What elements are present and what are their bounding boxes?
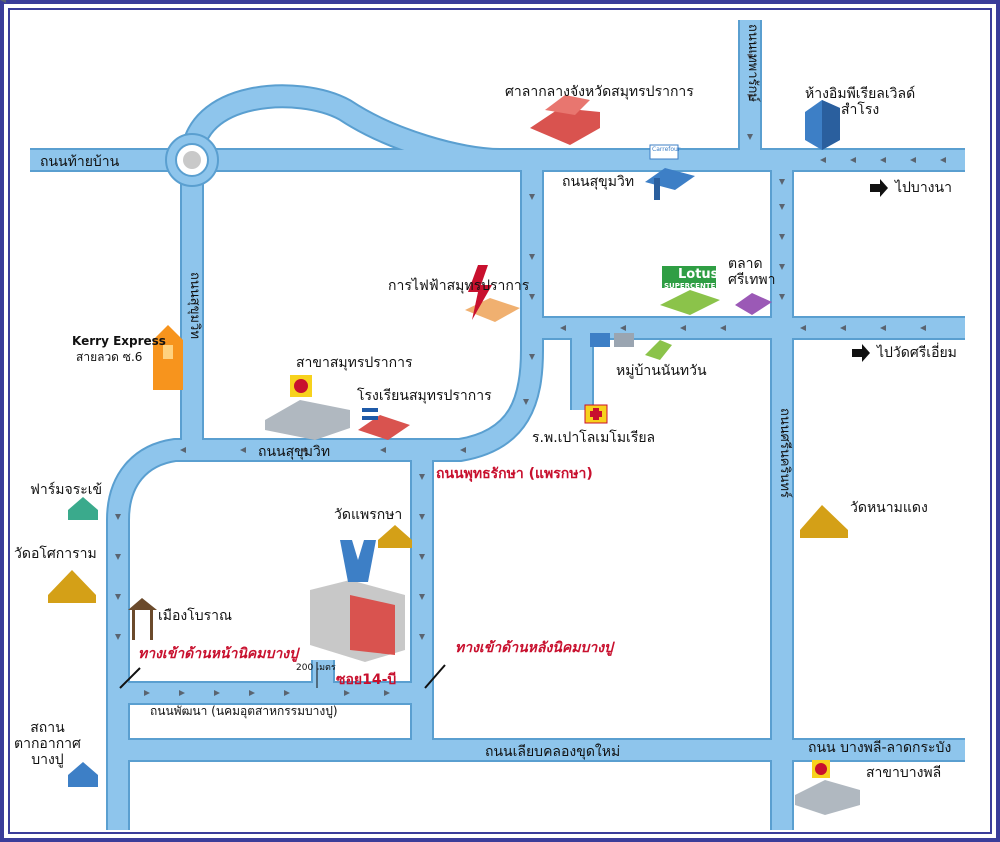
bangna-arrow-icon [870, 179, 888, 197]
label-village: หมู่บ้านนันทวัน [616, 363, 707, 379]
village-icon [590, 333, 672, 360]
label-electric: การไฟฟ้าสมุทรปราการ [388, 278, 530, 294]
label-to-bangna: ไปบางนา [895, 180, 952, 196]
road-label-vertical-top-right: ถนนเทพารักษ์ [745, 24, 760, 102]
carrefour-icon [645, 144, 695, 200]
label-front-gate: ทางเข้าด้านหน้านิคมบางปู [138, 646, 298, 662]
label-city-hall: ศาลากลางจังหวัดสมุทรปราการ [505, 84, 694, 100]
market-icon [735, 293, 772, 315]
map-inner-frame [8, 8, 992, 834]
crocodile-farm-icon [68, 497, 98, 520]
label-to-wat: ไปวัดศรีเอี่ยม [877, 345, 957, 361]
label-school: โรงเรียนสมุทรปราการ [357, 388, 492, 404]
label-kerry-sub: สายลวด ซ.6 [76, 350, 143, 364]
label-distance: 200 เมตร [296, 663, 336, 673]
label-wat-asokaram: วัดอโศการาม [14, 546, 97, 562]
city-hall-icon [530, 95, 600, 145]
road-label-sukhumvit-mid: ถนนสุขุมวิท [258, 444, 331, 460]
wat-arrow-icon [852, 344, 870, 362]
traffic-arrows [0, 0, 946, 696]
back-gate-arrow-icon [424, 664, 446, 689]
road-label-sukhumvit-top: ถนนสุขุมวิท [562, 174, 635, 190]
road-label-phatthana: ถนนพัฒนา (นคมอุตสาหกรรมบางปู) [150, 704, 338, 718]
label-hospital: ร.พ.เปาโลเมโมเรียล [532, 430, 656, 446]
label-farm: ฟาร์มจระเข้ [30, 482, 103, 498]
label-lotus-sub: SUPERCENTER [664, 282, 721, 290]
wat-phraeksa-icon [378, 525, 412, 548]
lotus-icon [660, 266, 720, 315]
muang-boran-icon [128, 598, 157, 640]
road-label-vertical-right: ถนนศรีนครินทร์ [777, 408, 792, 498]
label-imperial: ห้างอิมพีเรียลเวิลด์ สำโรง [805, 86, 916, 119]
label-branch-bangphli: สาขาบางพลี [866, 765, 942, 781]
company-building-icon [310, 540, 405, 662]
label-branch-samut: สาขาสมุทรปราการ [296, 355, 413, 371]
front-gate-arrow-icon [119, 667, 141, 689]
road-label-tha-ban: ถนนท้ายบ้าน [40, 154, 120, 170]
label-market: ตลาด ศรีเทพา [728, 256, 776, 289]
wat-namdaeng-icon [800, 505, 848, 538]
branch-bangphli-icon [795, 760, 860, 815]
label-carrefour: Carrefour [652, 146, 681, 153]
label-wat-namdaeng: วัดหนามแดง [850, 500, 928, 516]
label-kerry: Kerry Express [72, 334, 166, 348]
kerry-express-icon [153, 325, 183, 390]
label-lotus: Lotus [678, 267, 719, 282]
imperial-world-icon [805, 100, 840, 150]
label-muang-boran: เมืองโบราณ [158, 608, 233, 624]
road-label-vertical-left: ถนนสุขุมวิท [187, 272, 202, 339]
school-icon [358, 408, 410, 440]
road-label-liap-khlong: ถนนเลียบคลองขุดใหม่ [485, 744, 621, 760]
branch-samutprakan-icon [265, 375, 350, 440]
weather-station-icon [68, 762, 98, 787]
label-weather-station: สถาน ตากอากาศ บางปู [14, 720, 81, 769]
road-label-phutharaksa: ถนนพุทธรักษา (แพรกษา) [436, 466, 593, 482]
hospital-icon [584, 404, 608, 424]
label-back-gate: ทางเข้าด้านหลังนิคมบางปู [455, 640, 613, 656]
label-soi: ซอย14-บี [336, 672, 397, 688]
electric-authority-icon [465, 265, 520, 322]
label-wat-phraeksa: วัดแพรกษา [334, 507, 403, 523]
road-label-bangphli: ถนน บางพลี-ลาดกระบัง [808, 740, 952, 756]
wat-asokaram-icon [48, 570, 96, 603]
